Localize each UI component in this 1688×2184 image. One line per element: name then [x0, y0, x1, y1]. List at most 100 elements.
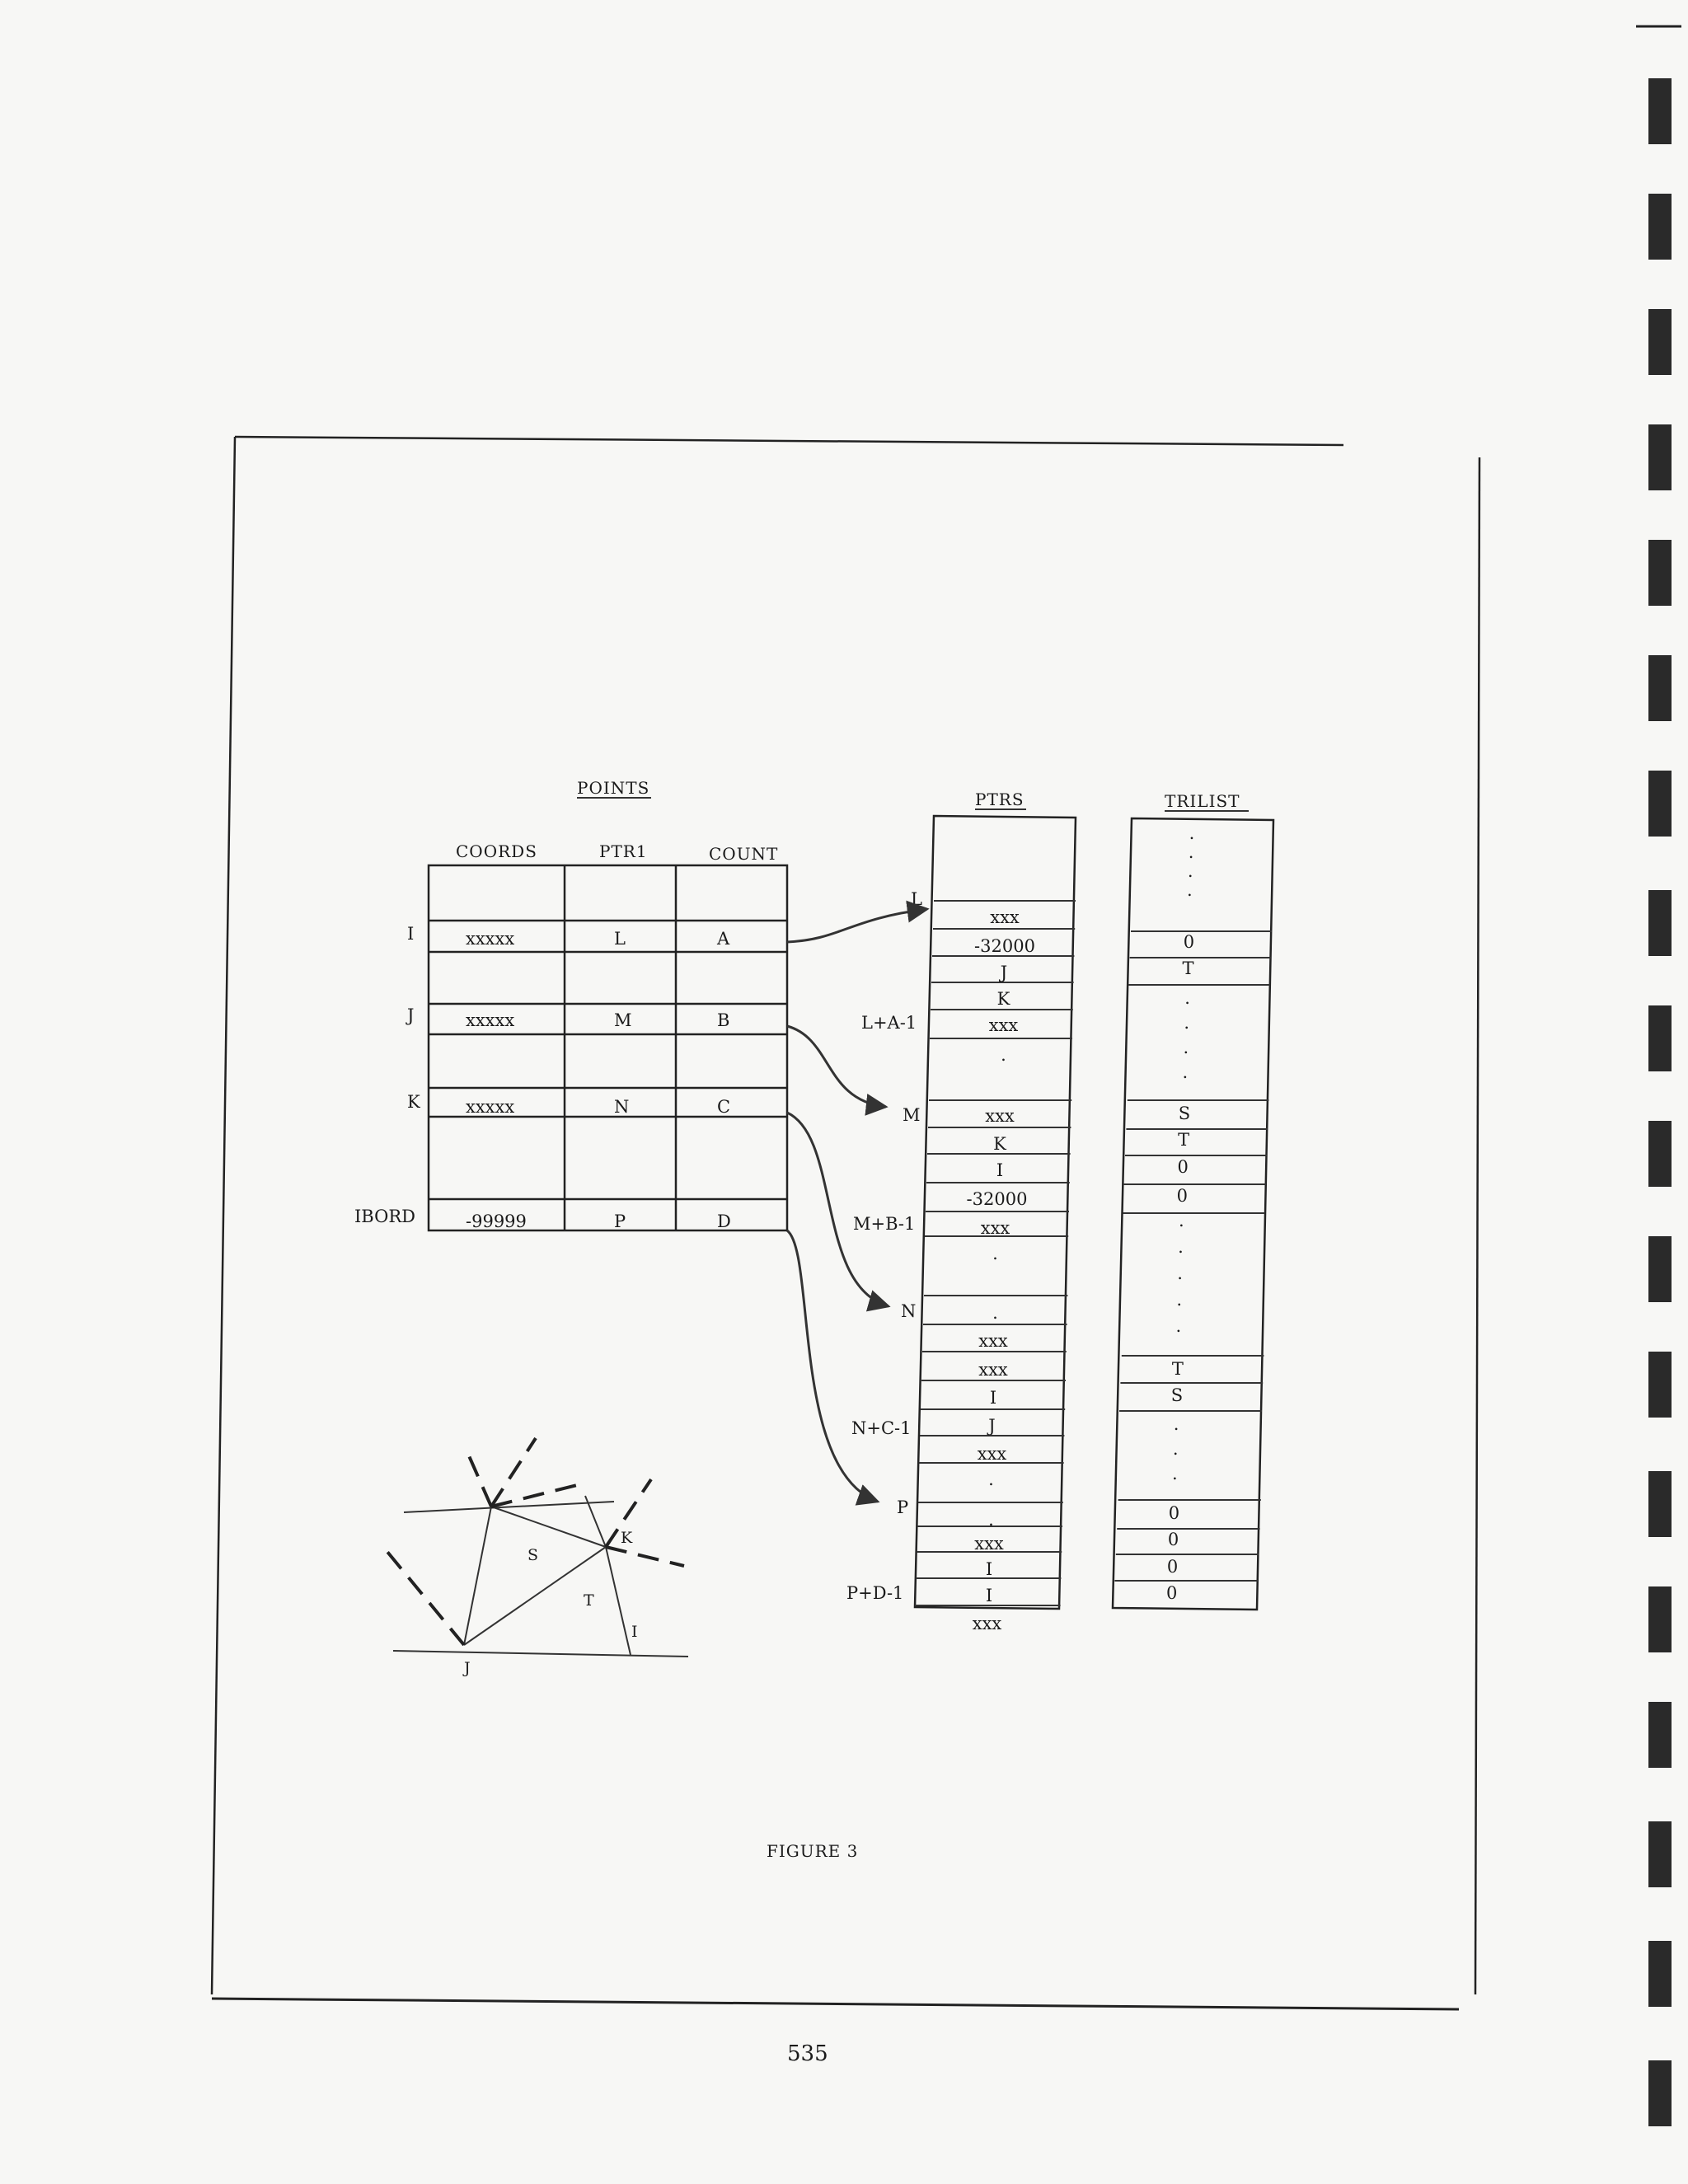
- ptrs-cell: xxx: [978, 1444, 1007, 1464]
- figure-caption: FIGURE 3: [767, 1841, 858, 1861]
- ptrs-cell: I: [986, 1559, 992, 1579]
- trilist-cell: .: [1184, 1013, 1189, 1033]
- ptrs-cell: xxx: [990, 907, 1020, 927]
- trilist-cell: .: [1179, 1211, 1184, 1230]
- points-ptr1-cell: L: [614, 929, 626, 949]
- trilist-cell: T: [1182, 958, 1193, 978]
- triangle-t-label: T: [584, 1591, 594, 1610]
- ptrs-side-label: L+A-1: [861, 1013, 917, 1033]
- ptrs-title: PTRS: [975, 790, 1025, 809]
- ptrs-side-label: P: [897, 1497, 908, 1517]
- trilist-cell: .: [1187, 880, 1193, 900]
- points-grid: [427, 864, 789, 1232]
- ptrs-cell: .: [988, 1510, 994, 1530]
- ptr1-header: PTR1: [599, 841, 648, 861]
- triangle-sketch: K J I S T: [386, 1436, 689, 1677]
- ptrs-cell: xxx: [978, 1331, 1008, 1351]
- vertex-i-label: I: [631, 1623, 638, 1641]
- trilist-cell: .: [1177, 1263, 1183, 1283]
- ptrs-cell: .: [988, 1469, 994, 1489]
- arrow-d-to-p: [785, 1229, 880, 1506]
- trilist-cell: 0: [1169, 1503, 1179, 1523]
- ptrs-side-label: P+D-1: [846, 1583, 903, 1603]
- trilist-cell: .: [1172, 1464, 1178, 1483]
- points-coords-cell: xxxxx: [466, 1097, 514, 1117]
- vertex-k-label: K: [621, 1529, 633, 1547]
- points-ptr1-cell: N: [614, 1097, 629, 1117]
- points-title: POINTS: [577, 778, 649, 798]
- ptrs-cell: xxx: [978, 1360, 1008, 1380]
- arrow-b-to-m: [786, 1024, 889, 1116]
- trilist-outline: [1111, 817, 1275, 1611]
- trilist-cell: T: [1172, 1359, 1184, 1379]
- ptrs-column: PTRS xxx-32000JKxxx.xxxKI-32000xxx..xxxx…: [846, 790, 1077, 1633]
- ptrs-side-label: L: [911, 889, 922, 909]
- triangle-s-label: S: [528, 1546, 538, 1564]
- trilist-cell: 0: [1178, 1157, 1189, 1177]
- points-row-label: I: [407, 924, 414, 944]
- ptrs-cell: I: [986, 1586, 992, 1605]
- points-row-label: J: [406, 1005, 414, 1025]
- points-coords-cell: xxxxx: [466, 929, 514, 949]
- ptrs-grid: [913, 814, 1077, 1610]
- pointer-arrows: [785, 900, 930, 1506]
- ptrs-cell: J: [987, 1416, 995, 1436]
- ptrs-outline: [913, 814, 1077, 1610]
- points-count-cell: A: [716, 929, 730, 949]
- points-row-label: K: [407, 1092, 420, 1112]
- trilist-cell: T: [1178, 1130, 1189, 1150]
- points-ptr1-cell: M: [614, 1010, 632, 1030]
- points-count-cell: D: [717, 1212, 731, 1231]
- ptrs-cell: .: [992, 1244, 998, 1263]
- ptrs-cell: J: [999, 963, 1007, 982]
- ptrs-cell: K: [993, 1134, 1006, 1154]
- points-coords-cell: -99999: [466, 1212, 527, 1231]
- binding-tabs: [1648, 78, 1672, 2126]
- points-outline: [427, 864, 789, 1232]
- trilist-cell: 0: [1166, 1583, 1177, 1603]
- ptrs-cell: I: [996, 1160, 1003, 1180]
- trilist-title: TRILIST: [1165, 791, 1240, 811]
- trilist-grid: [1111, 817, 1275, 1611]
- coords-header: COORDS: [456, 841, 537, 861]
- ptrs-cell: I: [990, 1388, 996, 1408]
- arrow-a-to-l: [786, 900, 930, 944]
- trilist-cell: .: [1183, 1062, 1189, 1082]
- trilist-cell: .: [1176, 1290, 1182, 1310]
- ptrs-cell: xxx: [985, 1106, 1015, 1126]
- arrow-c-to-n: [786, 1111, 891, 1312]
- ptrs-cell: xxx: [974, 1534, 1004, 1554]
- trilist-cell: .: [1189, 842, 1194, 862]
- figure-frame: [210, 435, 1481, 2011]
- trilist-cell: S: [1171, 1385, 1183, 1405]
- ptrs-cell: .: [992, 1303, 998, 1323]
- trilist-cell: 0: [1184, 932, 1194, 952]
- ptrs-cell: -32000: [974, 936, 1035, 956]
- trilist-cell: .: [1188, 861, 1193, 881]
- points-ptr1-cell: P: [614, 1212, 626, 1231]
- trilist-cell: 0: [1177, 1186, 1188, 1206]
- trilist-cell: .: [1184, 988, 1190, 1008]
- ptrs-cell: -32000: [967, 1189, 1028, 1209]
- points-row-label: IBORD: [354, 1207, 415, 1226]
- ptrs-cells: xxx-32000JKxxx.xxxKI-32000xxx..xxxxxxIJx…: [967, 907, 1035, 1633]
- trilist-cell: .: [1174, 1414, 1179, 1434]
- ptrs-cell: .: [1001, 1045, 1006, 1065]
- trilist-cell: S: [1179, 1104, 1190, 1123]
- page-number: 535: [787, 2041, 828, 2066]
- points-count-cell: B: [717, 1010, 729, 1030]
- ptrs-cell: xxx: [989, 1015, 1019, 1035]
- ptrs-cell: K: [997, 989, 1010, 1009]
- ptrs-side-label: M+B-1: [853, 1214, 915, 1234]
- points-coords-cell: xxxxx: [466, 1010, 514, 1030]
- ptrs-side-labels: LL+A-1MM+B-1NN+C-1PP+D-1: [846, 889, 922, 1603]
- trilist-cell: 0: [1167, 1557, 1178, 1577]
- trilist-cell: .: [1183, 1038, 1189, 1057]
- count-header: COUNT: [709, 844, 778, 864]
- trilist-cell: .: [1178, 1237, 1184, 1257]
